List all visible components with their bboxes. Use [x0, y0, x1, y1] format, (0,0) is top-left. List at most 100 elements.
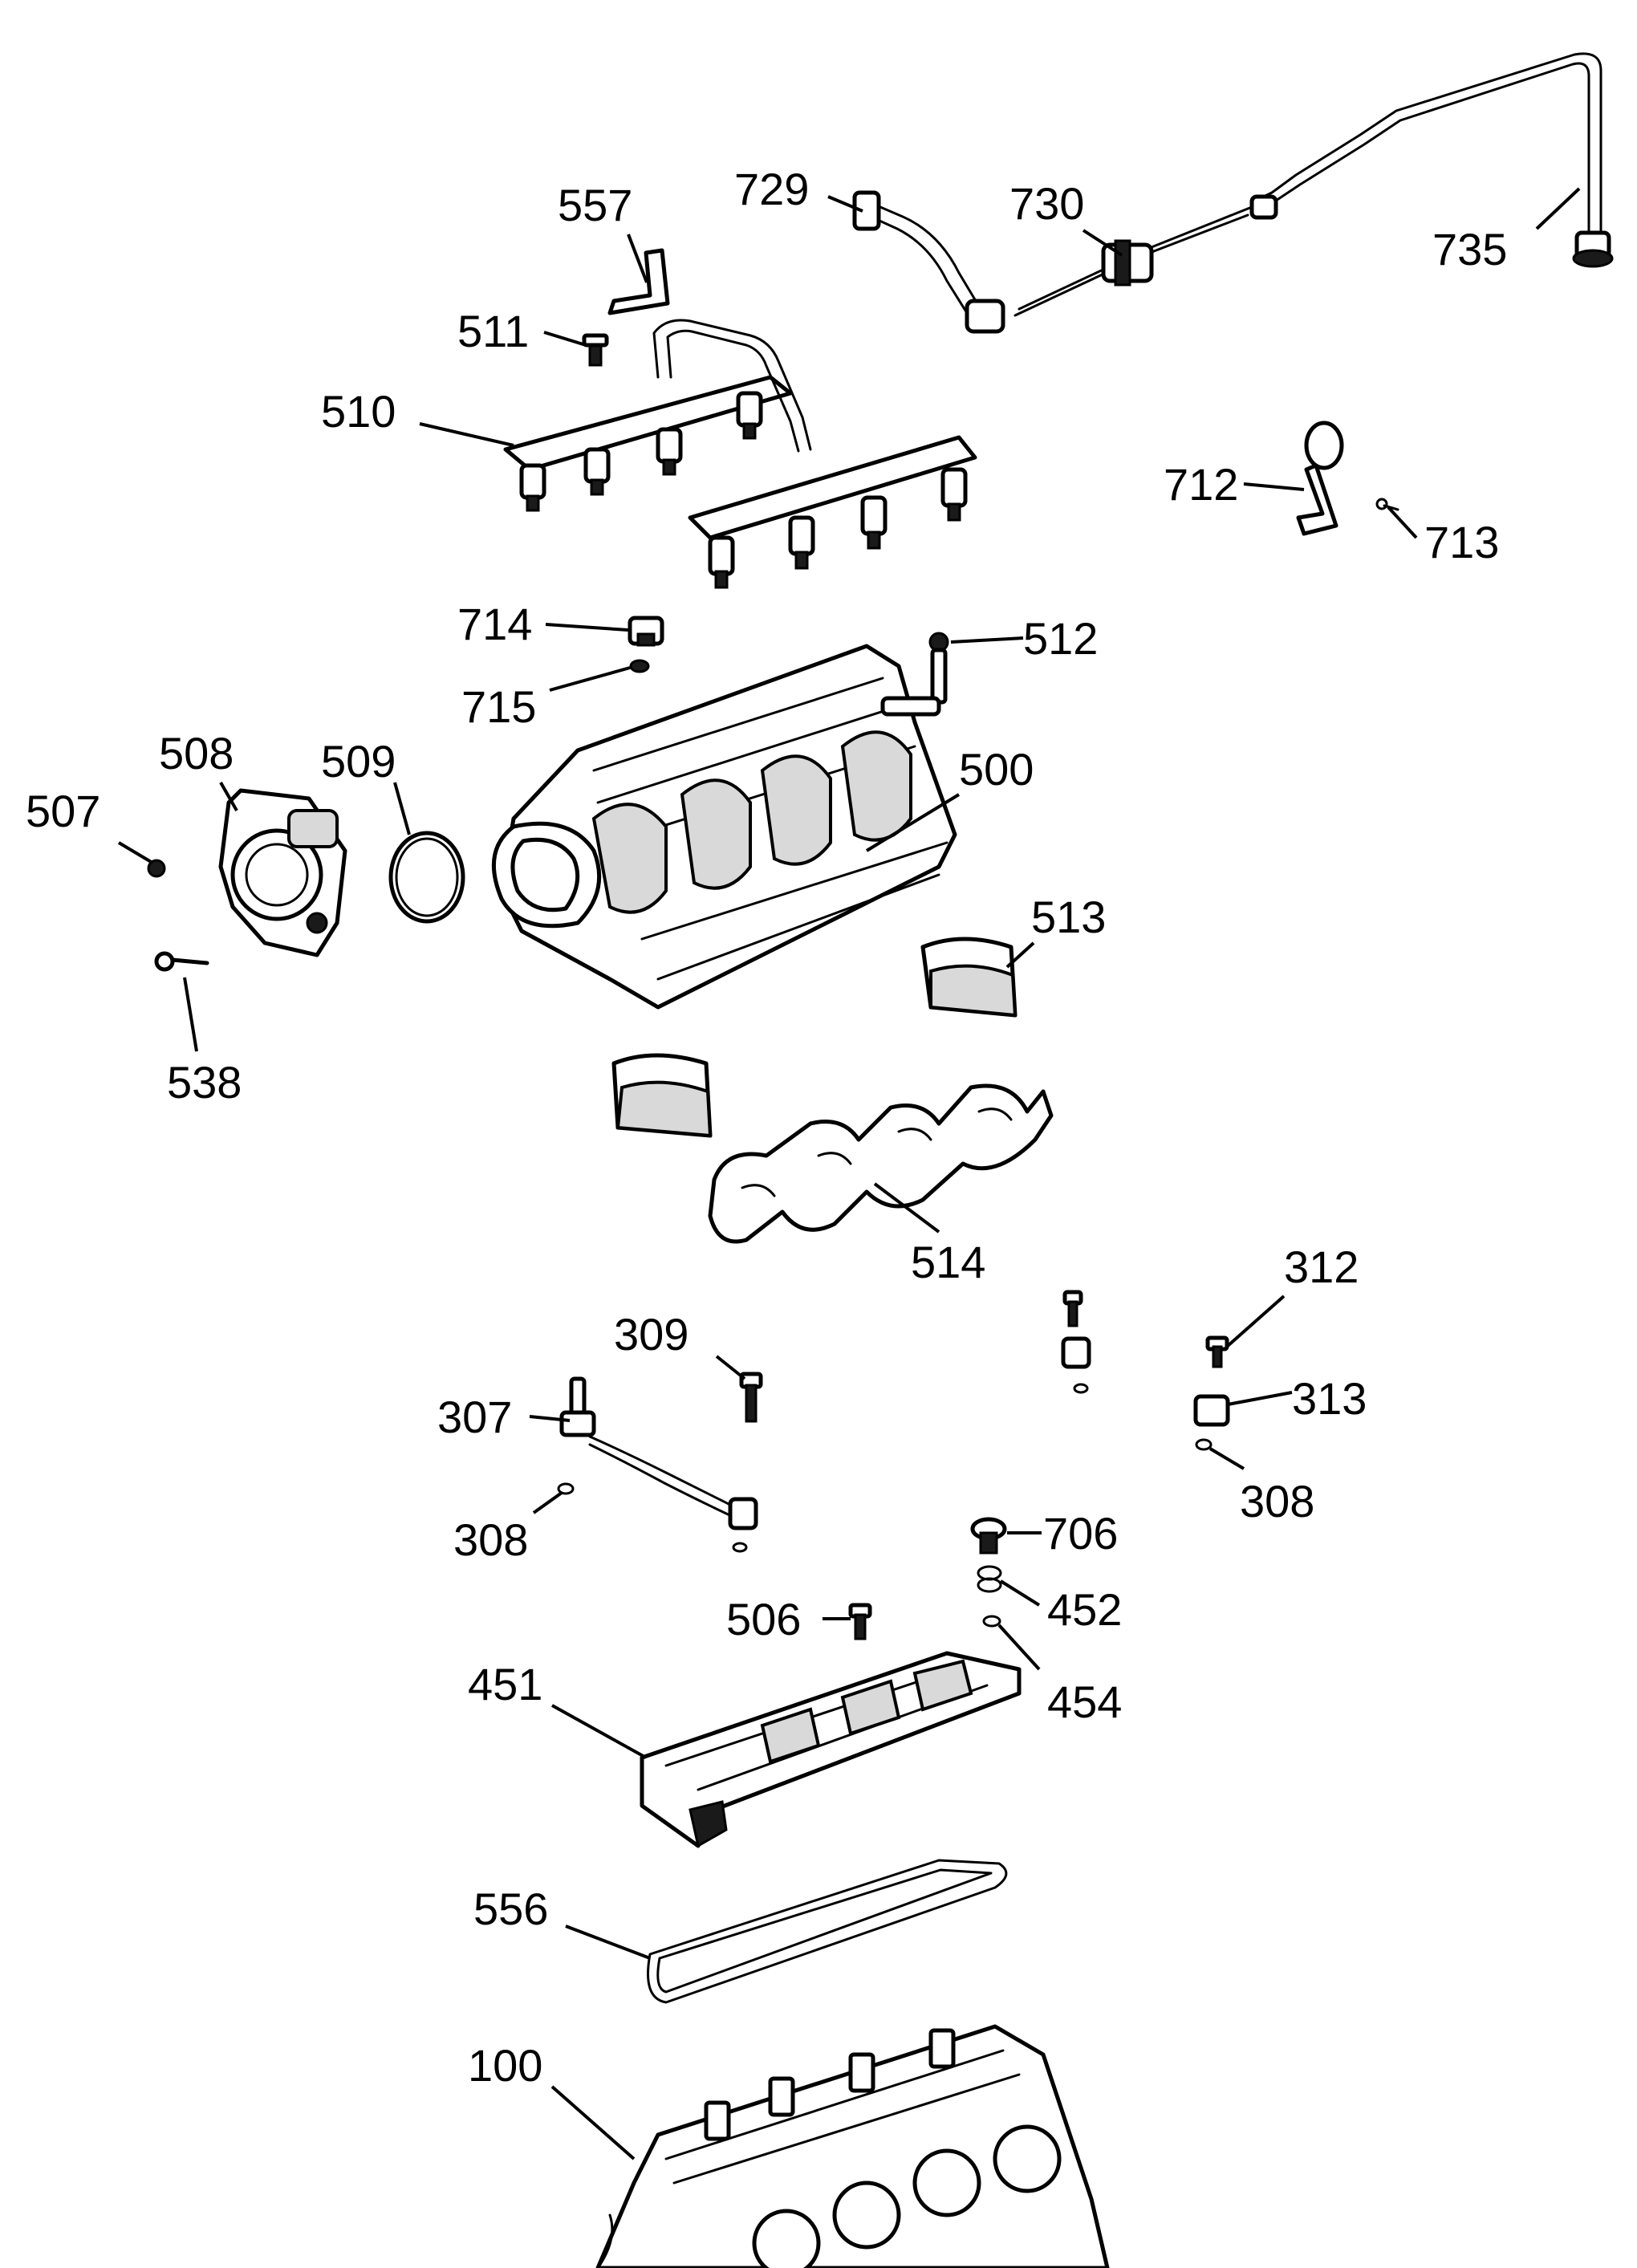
sensor-706: [970, 1517, 1007, 1555]
bolt-312: [1205, 1335, 1229, 1368]
leader-452: [999, 1579, 1041, 1607]
seal-454: [982, 1615, 1001, 1628]
callout-556: 556: [473, 1884, 548, 1934]
valley-cover-gasket-556: [647, 1859, 1008, 2004]
stud-512: [928, 632, 949, 705]
bolt-309: [739, 1372, 763, 1423]
callout-735: 735: [1432, 224, 1507, 274]
sensor-harness-307: [559, 1376, 758, 1530]
callout-713: 713: [1424, 517, 1499, 567]
intake-gasket-514: [708, 1083, 1054, 1244]
callout-513: 513: [1031, 892, 1106, 942]
leader-312: [1226, 1295, 1286, 1347]
callout-309: 309: [614, 1309, 689, 1360]
leader-308b: [1208, 1447, 1245, 1470]
callout-714: 714: [457, 599, 532, 649]
callout-557: 557: [558, 180, 632, 230]
leader-lines: [117, 187, 1581, 2160]
leader-556: [565, 1925, 651, 1960]
leader-715: [549, 666, 631, 692]
callout-538: 538: [167, 1057, 242, 1108]
leader-729: [827, 195, 863, 213]
bolt: [1062, 1290, 1083, 1327]
nut-507: [147, 859, 166, 878]
leader-313: [1227, 1391, 1293, 1406]
bracket-557: [607, 248, 670, 315]
bolt-506: [848, 1603, 872, 1640]
callout-454: 454: [1047, 1677, 1122, 1727]
fuel-injector: [519, 463, 546, 512]
leader-514: [873, 1182, 940, 1234]
callout-510: 510: [321, 386, 396, 437]
callout-451: 451: [468, 1659, 542, 1709]
callouts: 557 729 730 735 511 510 712 713 714 512 …: [26, 164, 1507, 2091]
leader-307: [529, 1415, 571, 1422]
callout-730: 730: [1009, 178, 1084, 229]
fuel-line-729: [852, 190, 1005, 334]
leader-538: [183, 977, 198, 1052]
intake-manifold-500: [491, 644, 957, 1010]
callout-509: 509: [321, 736, 396, 786]
fuel-injector: [656, 427, 683, 476]
seal-452: [977, 1565, 1002, 1593]
leader-513: [1005, 941, 1035, 969]
callout-512: 512: [1023, 613, 1098, 664]
callout-729: 729: [734, 164, 809, 214]
callout-507: 507: [26, 786, 100, 836]
callout-100: 100: [468, 2040, 542, 2091]
callout-500: 500: [959, 744, 1034, 795]
callout-706: 706: [1043, 1508, 1118, 1559]
fuel-injector: [583, 447, 611, 496]
leader-100: [550, 2085, 636, 2160]
leader-735: [1535, 187, 1581, 230]
leader-557: [627, 234, 648, 283]
leader-507: [117, 841, 154, 864]
callout-308: 308: [453, 1514, 528, 1565]
fuel-injector: [788, 515, 815, 570]
callout-452: 452: [1047, 1584, 1122, 1635]
sensor-714: [628, 616, 664, 647]
valley-cover-451: [640, 1651, 1022, 1848]
fuel-injector: [940, 467, 968, 522]
fuel-injector: [708, 535, 735, 589]
leader-730: [1082, 229, 1123, 257]
leader-510: [419, 422, 514, 447]
fuel-injector: [860, 495, 888, 550]
seal-308: [557, 1482, 575, 1495]
callout-308: 308: [1240, 1476, 1314, 1526]
throttle-body-seal-509: [388, 831, 465, 924]
seal-308: [1195, 1438, 1213, 1451]
sensor-313: [1193, 1394, 1230, 1427]
throttle-body-508: [218, 788, 347, 957]
leader-713: [1387, 506, 1418, 539]
leader-508: [219, 782, 238, 811]
fastener-713: [1375, 498, 1399, 511]
leader-714: [545, 623, 629, 632]
leader-454: [997, 1624, 1041, 1671]
leader-511: [543, 331, 587, 347]
sensor: [1061, 1336, 1091, 1394]
callout-508: 508: [159, 728, 234, 778]
callout-514: 514: [911, 1237, 985, 1287]
leader-712: [1243, 482, 1305, 491]
bolt-511: [582, 333, 609, 367]
leader-308a: [532, 1491, 563, 1514]
engine-block-100: [595, 2024, 1110, 2268]
callout-712: 712: [1164, 459, 1238, 510]
fuel-rail-assembly-510: [503, 319, 977, 589]
leader-500: [865, 793, 961, 852]
fuel-feed-pipe-735: [1249, 52, 1614, 268]
callout-312: 312: [1284, 1242, 1359, 1292]
fuel-injector: [736, 391, 763, 440]
leader-512: [950, 636, 1024, 644]
leader-451: [551, 1704, 647, 1759]
sensor-bracket-712: [1296, 421, 1344, 536]
foam-block-513: [920, 937, 1018, 1018]
callout-307: 307: [437, 1392, 512, 1442]
bolt-538: [154, 951, 209, 972]
seal: [732, 1542, 748, 1553]
leader-509: [393, 782, 411, 835]
foam-block: [611, 1053, 713, 1138]
leader-309: [715, 1355, 746, 1380]
